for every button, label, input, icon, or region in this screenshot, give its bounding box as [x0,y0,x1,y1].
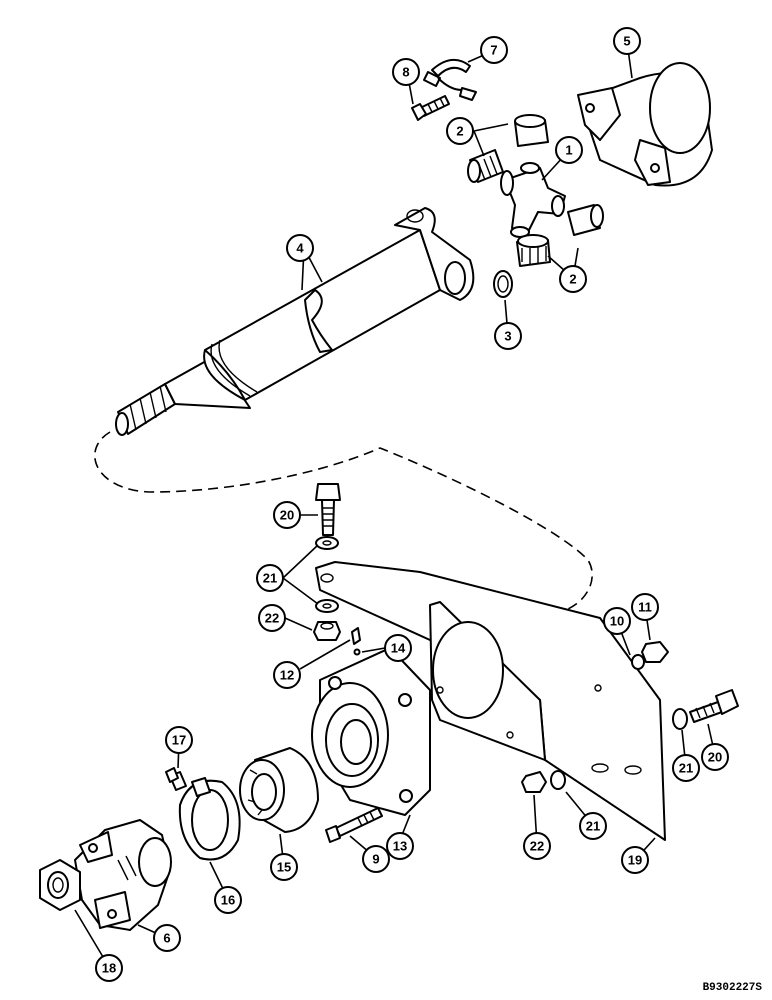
svg-text:2: 2 [456,124,463,139]
bearing-cap-left [467,149,504,183]
svg-text:8: 8 [402,65,409,80]
nut-lower-right [521,771,547,793]
mount-bolt-right [689,689,739,723]
callout-20-right: 20 [701,743,729,771]
callout-20-top: 20 [273,501,301,529]
universal-joint-cross [500,162,566,238]
callout-2-lower: 2 [559,265,587,293]
callout-10: 10 [603,607,631,635]
mount-bolt-top [315,483,341,536]
svg-text:1: 1 [565,143,572,158]
callout-6: 6 [153,924,181,952]
svg-text:22: 22 [265,611,279,626]
castle-nut [39,859,81,911]
bearing-insert [239,747,319,833]
bearing-cap-right [567,204,604,236]
callout-18: 18 [95,954,123,982]
washer-top [315,536,339,550]
carriage-bolt [325,807,383,843]
callout-17: 17 [165,726,193,754]
callout-21-lower: 21 [579,812,607,840]
callout-2-upper: 2 [446,117,474,145]
svg-text:2: 2 [569,272,576,287]
svg-text:3: 3 [504,329,511,344]
clamp-strap [423,59,477,101]
washer-lower [315,599,339,613]
svg-text:18: 18 [102,961,116,976]
callout-4: 4 [286,234,314,262]
nut-right [641,641,669,663]
callout-21-top: 21 [256,564,284,592]
svg-text:20: 20 [708,750,722,765]
strap-bolt [411,95,450,121]
callout-16: 16 [214,886,242,914]
bearing-cap-top [514,114,549,147]
callout-3: 3 [494,322,522,350]
coupling-yoke [577,62,713,187]
callout-19: 19 [621,846,649,874]
svg-text:9: 9 [372,852,379,867]
svg-text:20: 20 [280,508,294,523]
svg-text:5: 5 [623,34,630,49]
callout-15: 15 [270,853,298,881]
svg-text:6: 6 [163,931,170,946]
drive-shaft [115,207,475,436]
callout-11: 11 [631,593,659,621]
svg-text:19: 19 [628,853,642,868]
callout-8: 8 [392,58,420,86]
callout-22-lower: 22 [523,832,551,860]
callout-21-right: 21 [672,754,700,782]
svg-text:16: 16 [221,893,235,908]
end-yoke [74,819,172,931]
washer-right [672,708,688,730]
callout-9: 9 [362,845,390,873]
mounting-bracket [315,561,666,841]
nut-top [313,621,341,641]
grease-fitting [351,627,361,656]
callout-1: 1 [555,136,583,164]
set-screw [165,767,187,791]
svg-text:4: 4 [296,241,304,256]
svg-text:14: 14 [391,641,406,656]
snap-ring [493,270,513,298]
svg-text:10: 10 [610,614,624,629]
svg-text:17: 17 [172,733,186,748]
washer-lower-right [550,770,566,790]
callout-7: 7 [480,36,508,64]
callout-14: 14 [384,634,412,662]
svg-text:13: 13 [393,839,407,854]
callout-12: 12 [273,661,301,689]
callout-13: 13 [386,832,414,860]
figure-reference-code: B9302227S [702,982,762,994]
svg-text:21: 21 [679,761,693,776]
svg-text:11: 11 [638,600,652,615]
callout-22-top: 22 [258,604,286,632]
svg-text:21: 21 [586,819,600,834]
locking-collar [178,777,241,861]
svg-text:12: 12 [280,668,294,683]
flange-bearing-housing [311,647,431,816]
lock-washer-right [631,654,645,670]
bearing-cap-bottom [516,234,551,267]
svg-text:15: 15 [277,860,291,875]
assembly-dashed-outline [94,431,593,613]
svg-text:21: 21 [263,571,277,586]
leader-lines [74,41,716,968]
svg-text:7: 7 [490,43,497,58]
svg-text:22: 22 [530,839,544,854]
callout-5: 5 [613,27,641,55]
